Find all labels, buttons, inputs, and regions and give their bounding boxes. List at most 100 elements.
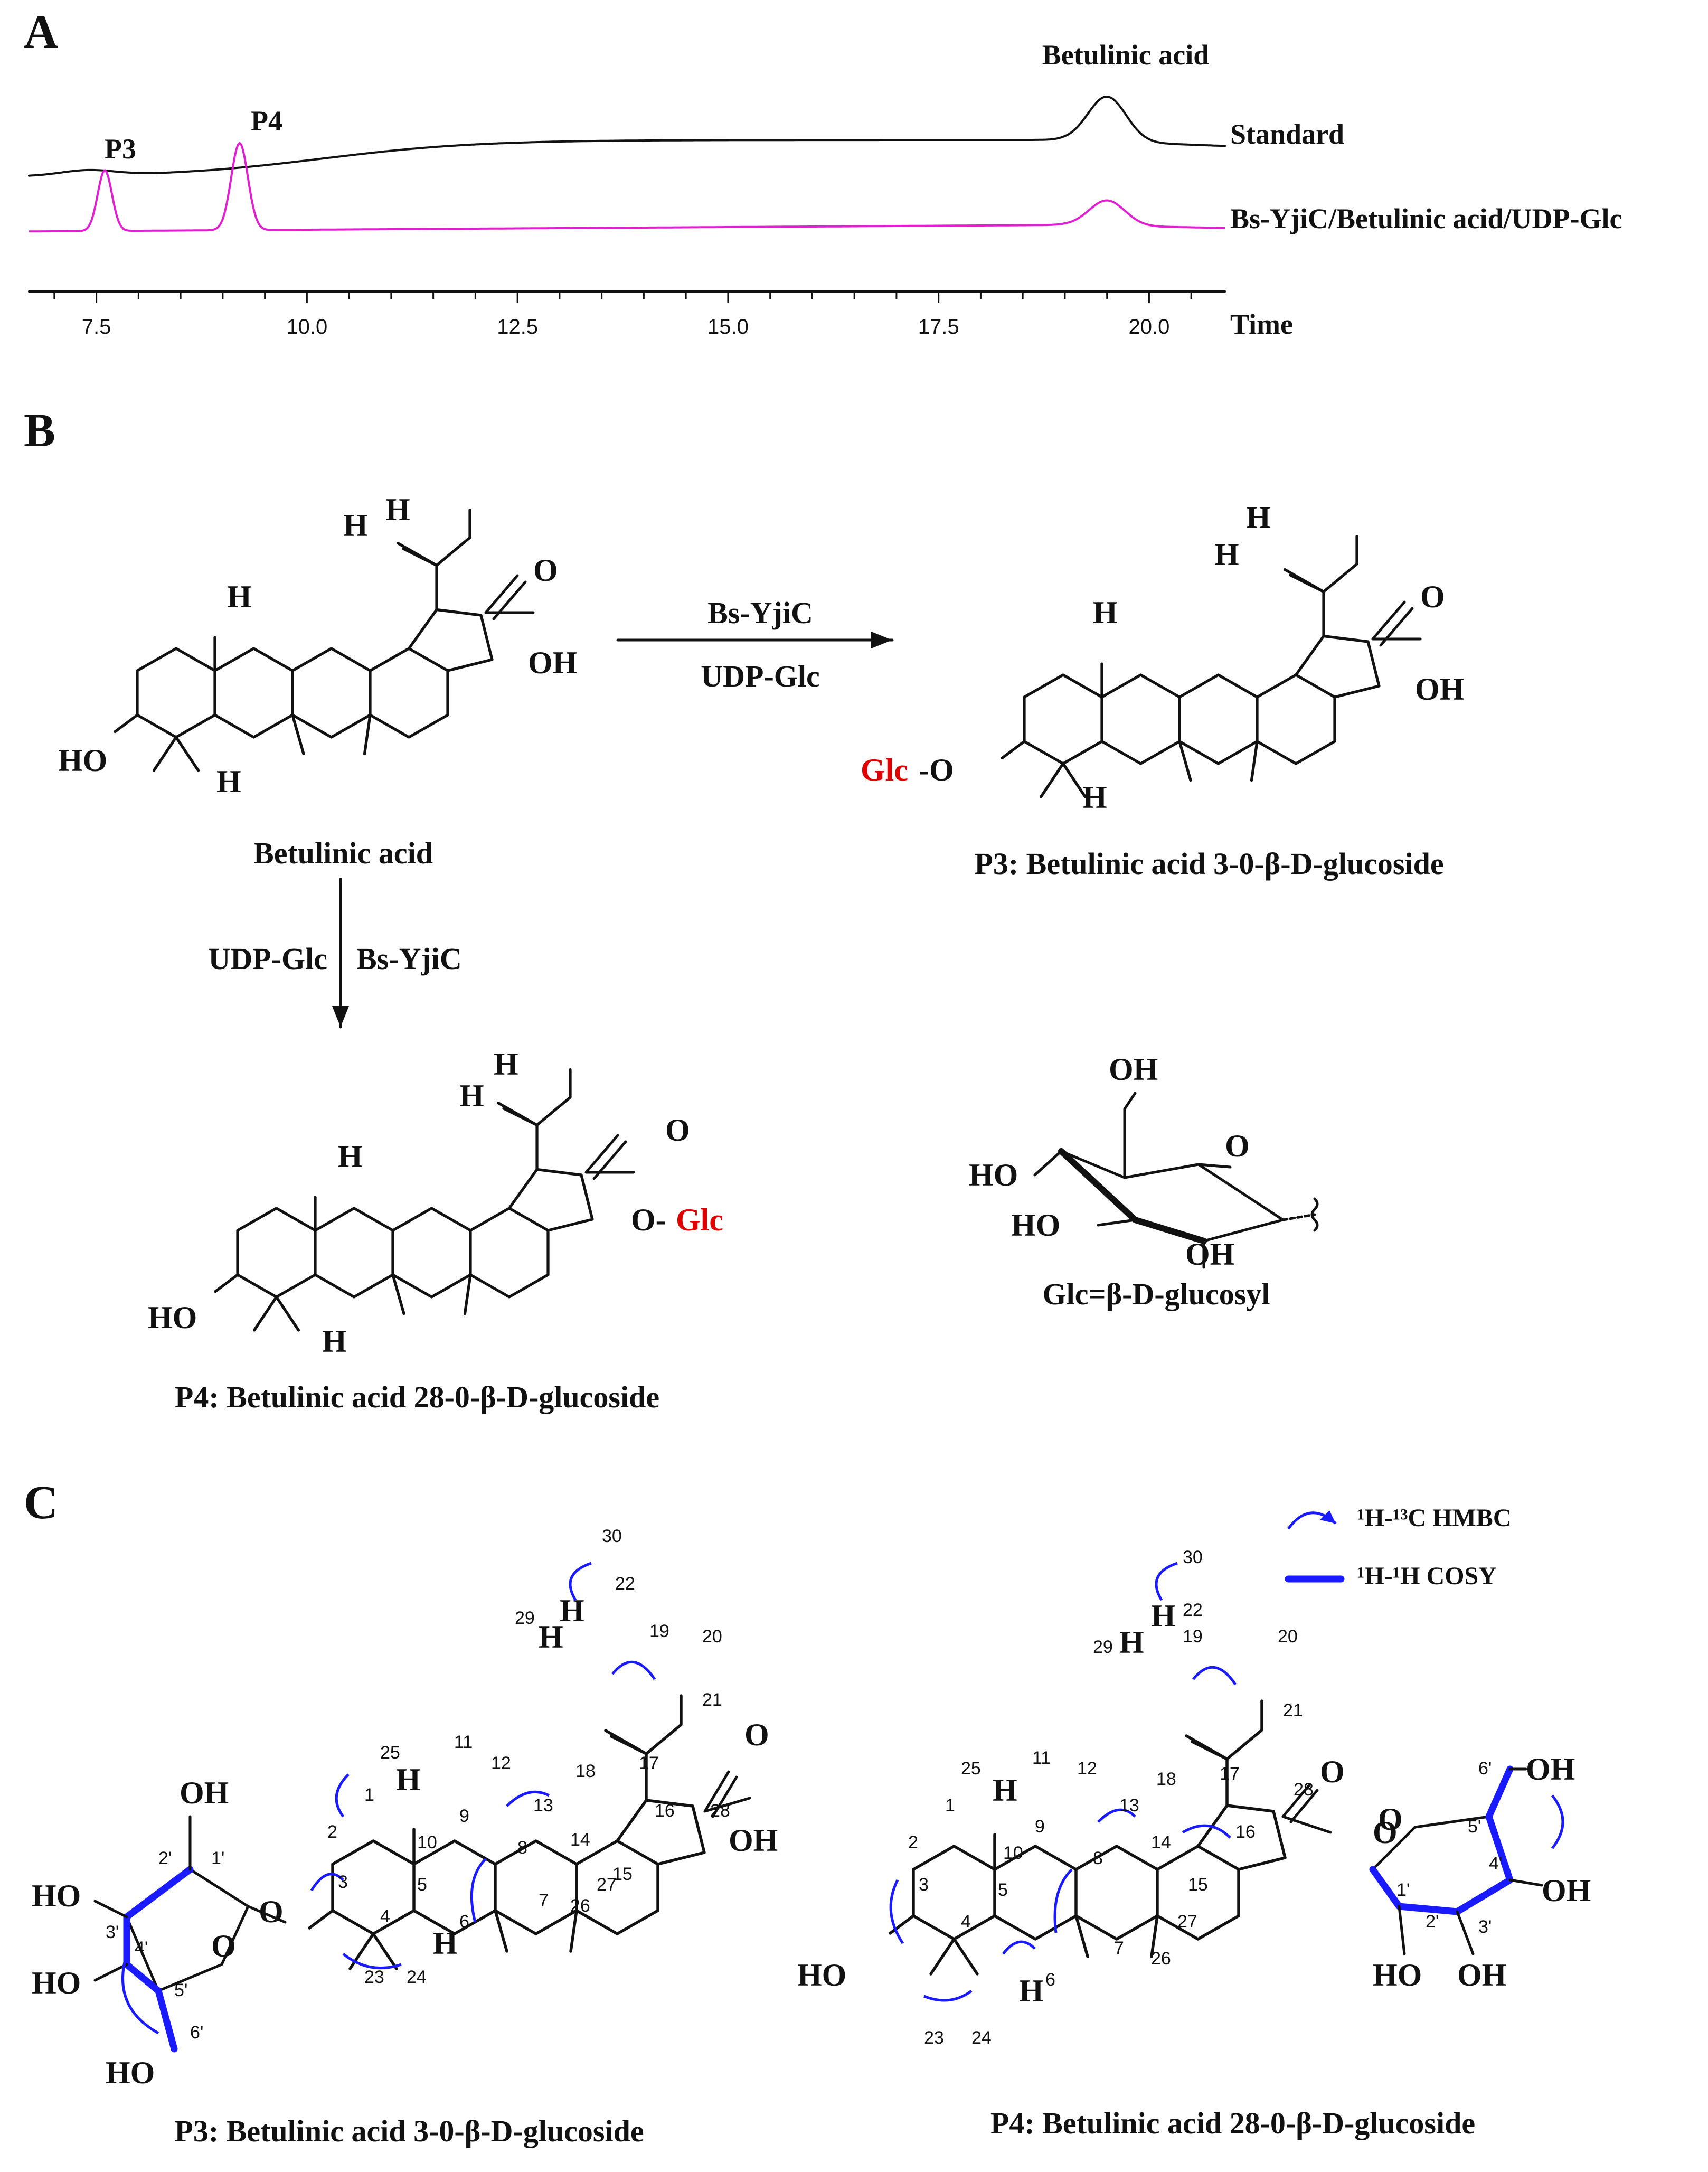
svg-text:H: H bbox=[1151, 1599, 1176, 1633]
svg-text:H: H bbox=[1019, 1973, 1044, 2008]
svg-text:OH: OH bbox=[1457, 1958, 1506, 1992]
svg-text:10: 10 bbox=[1003, 1843, 1023, 1863]
standard-trace bbox=[28, 96, 1226, 177]
svg-text:3: 3 bbox=[919, 1875, 929, 1895]
svg-text:6: 6 bbox=[459, 1912, 469, 1932]
svg-text:14: 14 bbox=[1151, 1832, 1171, 1853]
peak-label-betulinic-acid: Betulinic acid bbox=[1042, 39, 1210, 71]
svg-text:5': 5' bbox=[1468, 1817, 1481, 1837]
panel-a-label: A bbox=[24, 6, 58, 58]
svg-text:4: 4 bbox=[961, 1912, 971, 1932]
svg-text:8: 8 bbox=[517, 1838, 527, 1858]
reaction-arrow-p4: UDP-Glc Bs-YjiC bbox=[209, 878, 462, 1029]
svg-text:28: 28 bbox=[710, 1801, 730, 1821]
svg-text:13: 13 bbox=[533, 1795, 553, 1816]
svg-text:H: H bbox=[560, 1593, 584, 1628]
svg-text:OH: OH bbox=[1526, 1752, 1575, 1787]
svg-text:30: 30 bbox=[602, 1526, 622, 1546]
p3-name: P3: Betulinic acid 3-0-β-D-glucoside bbox=[974, 847, 1443, 881]
svg-text:5: 5 bbox=[998, 1880, 1008, 1900]
svg-text:6: 6 bbox=[1045, 1970, 1055, 1990]
svg-text:20: 20 bbox=[702, 1626, 722, 1647]
svg-text:H: H bbox=[1119, 1625, 1144, 1660]
svg-text:O: O bbox=[1378, 1802, 1403, 1837]
svg-text:9: 9 bbox=[1035, 1817, 1045, 1837]
svg-text:27: 27 bbox=[1177, 1912, 1197, 1932]
svg-text:17: 17 bbox=[639, 1753, 659, 1773]
x-tick-label: 10.0 bbox=[286, 315, 327, 339]
panel-c-label: C bbox=[24, 1477, 58, 1529]
svg-text:2': 2' bbox=[1426, 1912, 1439, 1932]
x-tick-label: 15.0 bbox=[707, 315, 749, 339]
p4-structure: O O- Glc HO H H H H bbox=[148, 1047, 723, 1359]
svg-text:O: O bbox=[259, 1894, 284, 1929]
peak-label-p4: P4 bbox=[251, 105, 282, 137]
svg-text:OH: OH bbox=[1109, 1052, 1158, 1087]
svg-text:16: 16 bbox=[655, 1801, 675, 1821]
legend-cosy: ¹H-¹H COSY bbox=[1357, 1562, 1497, 1590]
svg-text:H: H bbox=[385, 492, 410, 527]
svg-text:16: 16 bbox=[1235, 1822, 1256, 1842]
legend: ¹H-¹³C HMBC ¹H-¹H COSY bbox=[1285, 1504, 1511, 1590]
svg-text:H: H bbox=[433, 1926, 458, 1961]
svg-text:H: H bbox=[216, 764, 241, 799]
svg-text:6': 6' bbox=[1478, 1759, 1492, 1779]
svg-text:OH: OH bbox=[1415, 672, 1464, 707]
svg-text:25: 25 bbox=[380, 1743, 400, 1763]
svg-text:5': 5' bbox=[174, 1980, 187, 2000]
svg-text:Bs-YjiC: Bs-YjiC bbox=[356, 942, 462, 976]
x-tick-label: 17.5 bbox=[918, 315, 959, 339]
x-axis-label: Time bbox=[1230, 308, 1293, 340]
reaction-arrow-p3: Bs-YjiC UDP-Glc bbox=[616, 596, 894, 693]
svg-text:HO: HO bbox=[1011, 1208, 1060, 1243]
betulinic-acid-structure: O OH HO H H H H bbox=[58, 492, 577, 799]
svg-text:3: 3 bbox=[338, 1872, 348, 1892]
svg-text:13: 13 bbox=[1119, 1795, 1139, 1816]
glc-label-p4: Glc bbox=[676, 1202, 723, 1237]
svg-text:22: 22 bbox=[615, 1574, 635, 1594]
svg-text:11: 11 bbox=[454, 1732, 473, 1752]
svg-text:19: 19 bbox=[649, 1621, 669, 1641]
svg-text:10: 10 bbox=[417, 1832, 437, 1853]
x-tick-label: 7.5 bbox=[82, 315, 111, 339]
svg-text:7: 7 bbox=[539, 1891, 549, 1911]
svg-text:24: 24 bbox=[407, 1967, 427, 1987]
svg-text:27: 27 bbox=[597, 1875, 617, 1895]
p4-caption: P4: Betulinic acid 28-0-β-D-glucoside bbox=[990, 2106, 1475, 2140]
svg-text:H: H bbox=[459, 1078, 484, 1113]
svg-text:H: H bbox=[539, 1620, 563, 1654]
enzyme-label: Bs-YjiC bbox=[707, 596, 813, 630]
svg-text:26: 26 bbox=[1151, 1949, 1171, 1969]
svg-text:12: 12 bbox=[491, 1753, 511, 1773]
svg-text:4': 4' bbox=[1489, 1854, 1502, 1874]
svg-text:20: 20 bbox=[1278, 1626, 1298, 1647]
peak-label-p3: P3 bbox=[105, 133, 136, 165]
svg-text:HO: HO bbox=[106, 2055, 155, 2090]
svg-text:O: O bbox=[533, 553, 558, 588]
svg-text:4: 4 bbox=[380, 1906, 390, 1926]
panel-b-label: B bbox=[24, 405, 55, 457]
svg-text:HO: HO bbox=[148, 1300, 197, 1335]
svg-text:O: O bbox=[1320, 1754, 1345, 1789]
svg-text:HO: HO bbox=[797, 1958, 846, 1992]
svg-text:O: O bbox=[665, 1113, 690, 1148]
svg-text:H: H bbox=[338, 1139, 363, 1174]
svg-text:H: H bbox=[227, 579, 252, 614]
svg-text:O: O bbox=[1225, 1129, 1250, 1163]
svg-text:15: 15 bbox=[612, 1864, 633, 1884]
svg-text:O: O bbox=[1420, 579, 1445, 614]
svg-text:H: H bbox=[494, 1047, 518, 1082]
p3-nmr-structure: O OH OH HO HO O HO O H H H H 1 2 3 4 5 6… bbox=[32, 1526, 778, 2090]
svg-text:30: 30 bbox=[1183, 1547, 1203, 1567]
svg-text:28: 28 bbox=[1294, 1780, 1314, 1800]
svg-text:18: 18 bbox=[1156, 1769, 1176, 1789]
svg-text:18: 18 bbox=[575, 1761, 596, 1781]
svg-text:22: 22 bbox=[1183, 1600, 1203, 1620]
svg-text:24: 24 bbox=[971, 2028, 992, 2048]
svg-text:15: 15 bbox=[1188, 1875, 1208, 1895]
svg-text:OH: OH bbox=[180, 1775, 229, 1810]
svg-text:25: 25 bbox=[961, 1759, 981, 1779]
svg-text:1': 1' bbox=[211, 1848, 224, 1868]
svg-text:H: H bbox=[1246, 500, 1271, 535]
